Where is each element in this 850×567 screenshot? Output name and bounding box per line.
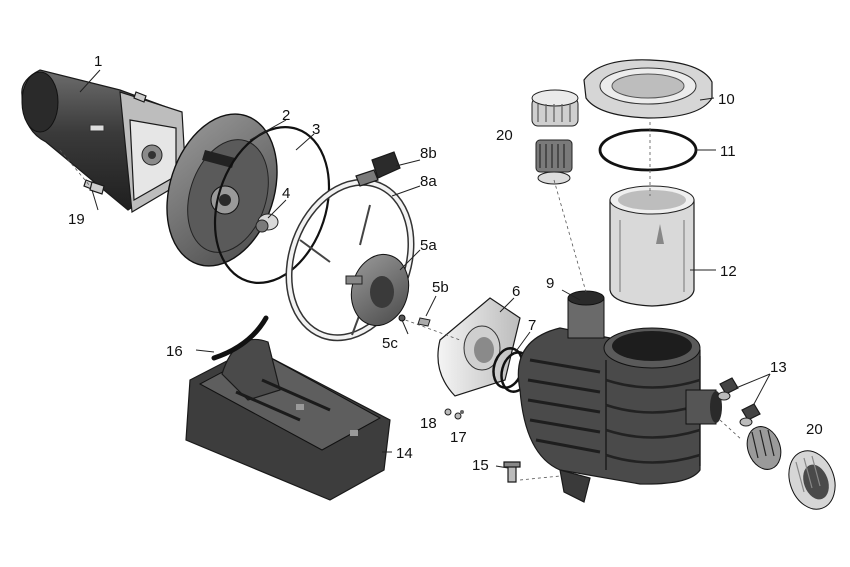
- label-part-12: 12: [720, 263, 737, 280]
- label-part-19: 19: [68, 211, 85, 228]
- label-part-13: 13: [770, 359, 787, 376]
- lid-ring-part: [583, 59, 713, 119]
- label-part-7: 7: [528, 317, 536, 334]
- label-part-8a: 8a: [420, 173, 437, 190]
- motor-base-part: [185, 338, 391, 501]
- impeller-ring-part: [417, 317, 431, 327]
- screws-part: [89, 181, 521, 483]
- diffuser-plate-part: [437, 297, 521, 397]
- label-part-16: 16: [166, 343, 183, 360]
- label-part-10: 10: [718, 91, 735, 108]
- impeller-part: [345, 253, 410, 327]
- label-part-17: 17: [450, 429, 467, 446]
- label-part-2: 2: [282, 107, 290, 124]
- drain-plug-part: [717, 377, 761, 427]
- seal-part: [255, 213, 279, 233]
- seal-plate-part: [166, 113, 278, 267]
- motor-part: [21, 69, 187, 213]
- union-right-part: [746, 426, 836, 510]
- base-gasket-part: [211, 315, 269, 361]
- strainer-basket-part: [609, 185, 695, 307]
- pump-housing-part: [517, 290, 722, 503]
- lid-o-ring-part: [598, 128, 698, 172]
- label-part-11: 11: [720, 143, 736, 160]
- label-part-5c: 5c: [382, 335, 398, 352]
- assembly-guide-lines: [59, 122, 743, 481]
- label-part-15: 15: [472, 457, 489, 474]
- leader-lines: [79, 69, 771, 469]
- label-part-1: 1: [94, 53, 102, 70]
- label-part-20-top: 20: [496, 127, 513, 144]
- o-ring-part: [213, 126, 331, 284]
- label-part-3: 3: [312, 121, 320, 138]
- label-part-14: 14: [396, 445, 413, 462]
- label-part-18: 18: [420, 415, 437, 432]
- label-part-4: 4: [282, 185, 290, 202]
- label-part-9: 9: [546, 275, 554, 292]
- label-part-5a: 5a: [420, 237, 437, 254]
- label-part-6: 6: [512, 283, 520, 300]
- label-part-5b: 5b: [432, 279, 449, 296]
- diffuser-clip-part: [355, 151, 401, 187]
- union-top-part: [531, 89, 579, 185]
- label-part-8b: 8b: [420, 145, 437, 162]
- label-part-20-right: 20: [806, 421, 823, 438]
- diffuser-ring-part: [285, 178, 415, 342]
- callout-labels: 1 2 3 4 5a 5b 5c 6 7 8a 8b 9 10 11 12 13…: [68, 53, 823, 474]
